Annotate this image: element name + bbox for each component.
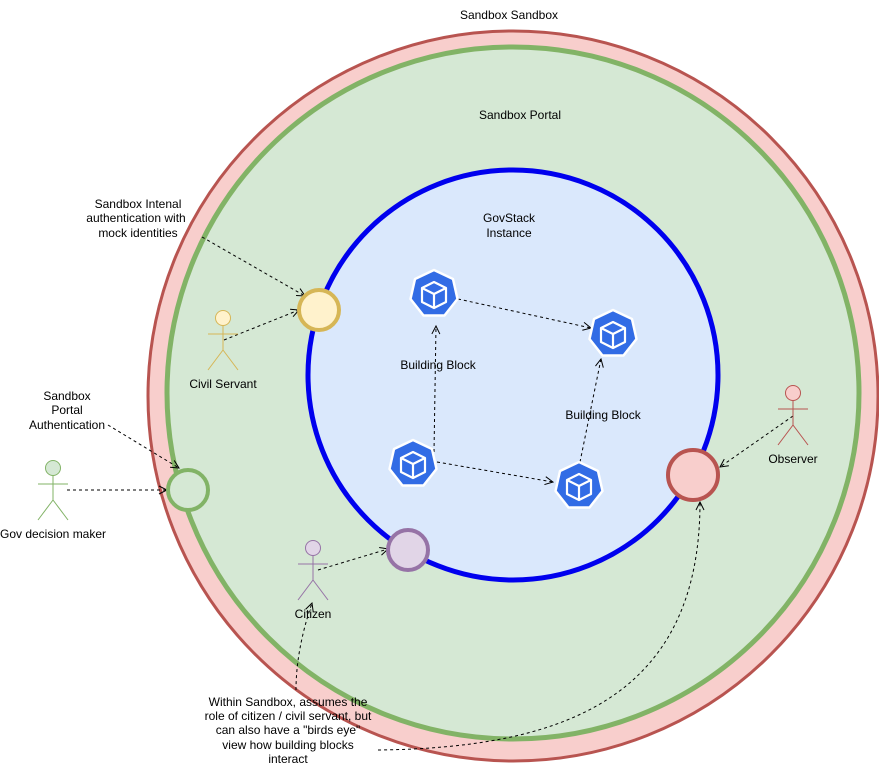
link-bb3-to-bb4 (436, 461, 553, 482)
actor-label-observer: Observer (768, 452, 817, 466)
sandbox-label: Sandbox Sandbox (460, 8, 558, 22)
stick-figure-icon (207, 310, 239, 371)
kubernetes-pod-icon (588, 308, 638, 357)
stick-figure-icon (37, 460, 69, 521)
portal-label: Sandbox Portal (479, 108, 561, 122)
note-observer-role-line1: Within Sandbox, assumes the (209, 695, 368, 709)
actor-label-citizen: Citizen (295, 607, 332, 621)
stick-figure-icon (777, 385, 809, 446)
kubernetes-pod-icon (409, 268, 459, 317)
building-block-label-1: Building Block (400, 358, 476, 372)
actor-label-gov-decision-maker: Gov decision maker (0, 527, 106, 541)
portal-auth-node[interactable] (166, 468, 210, 512)
link-note-to-observer (377, 502, 700, 751)
actor-label-civil-servant: Civil Servant (189, 377, 257, 391)
link-citizen (317, 549, 388, 571)
note-portal-auth-line3: Authentication (29, 418, 105, 432)
link-bb1-to-bb2 (457, 298, 591, 328)
citizen-access-node[interactable] (386, 528, 430, 572)
building-block-1[interactable] (409, 268, 459, 317)
building-block-2[interactable] (588, 308, 638, 357)
kubernetes-pod-icon (388, 438, 438, 487)
kubernetes-pod-icon (554, 460, 604, 509)
link-observer (720, 415, 794, 467)
actor-citizen (297, 540, 329, 601)
note-observer-role: Within Sandbox, assumes the role of citi… (205, 695, 372, 766)
note-observer-role-line3: can also have a "birds eye" (216, 723, 361, 737)
building-block-3[interactable] (388, 438, 438, 487)
building-block-label-2: Building Block (565, 408, 641, 422)
note-internal-auth-line1: Sandbox Intenal (95, 197, 182, 211)
link-note-to-citizen (295, 603, 312, 691)
stick-figure-icon (297, 540, 329, 601)
note-portal-auth-line2: Portal (51, 403, 82, 417)
link-internal-auth-note (201, 236, 305, 296)
civil-servant-auth-node[interactable] (297, 288, 341, 332)
note-internal-auth: Sandbox Intenal authentication with mock… (86, 197, 185, 240)
link-civil-servant (223, 310, 299, 341)
actor-civil-servant (207, 310, 239, 371)
connector-lines (67, 236, 794, 751)
govstack-label-line1: GovStack (483, 211, 536, 225)
note-internal-auth-line2: authentication with (86, 211, 185, 225)
note-portal-auth: Sandbox Portal Authentication (29, 389, 105, 432)
note-observer-role-line2: role of citizen / civil servant, but (205, 709, 372, 723)
govstack-label-line2: Instance (486, 226, 532, 240)
building-block-4[interactable] (554, 460, 604, 509)
actor-observer (777, 385, 809, 446)
observer-access-node[interactable] (666, 448, 720, 502)
note-internal-auth-line3: mock identities (98, 226, 177, 240)
note-observer-role-line4: view how building blocks (222, 738, 353, 752)
actor-gov-decision-maker (37, 460, 69, 521)
note-observer-role-line5: interact (268, 752, 308, 766)
note-portal-auth-line1: Sandbox (43, 389, 90, 403)
link-portal-auth-note (107, 424, 179, 468)
